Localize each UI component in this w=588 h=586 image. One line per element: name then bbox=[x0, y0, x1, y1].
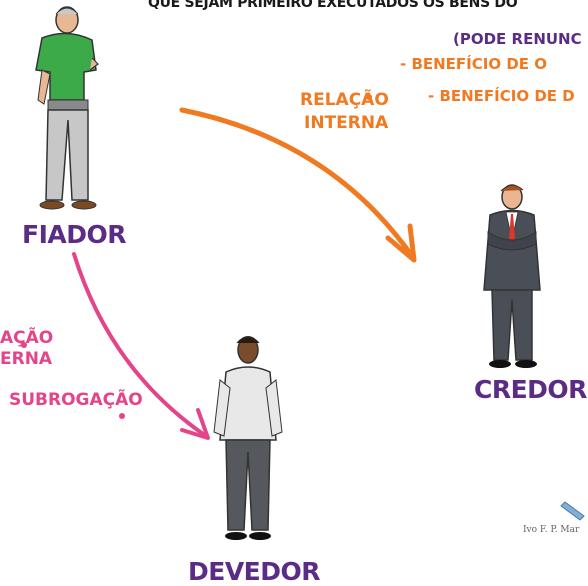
credor-figure bbox=[483, 184, 541, 368]
pen-icon bbox=[560, 501, 585, 521]
arrow-fiador-credor bbox=[179, 107, 415, 259]
fiador-figure bbox=[35, 6, 99, 210]
note-renuncia: (PODE RENUNC bbox=[453, 30, 582, 48]
arrow-fiador-devedor bbox=[72, 252, 208, 438]
relation-interna-left-line2: ERNA bbox=[0, 349, 53, 369]
note-beneficio-2: - BENEFÍCIO DE D bbox=[428, 87, 575, 105]
role-fiador: FIADOR bbox=[22, 220, 126, 249]
note-beneficio-1: - BENEFÍCIO DE O bbox=[400, 55, 547, 73]
relation-interna-right-line2: INTERNA bbox=[304, 113, 389, 133]
devedor-figure bbox=[213, 336, 283, 540]
relation-interna-left-line1: AÇÃO bbox=[0, 328, 54, 348]
page-title: QUE SEJAM PRIMEIRO EXECUTADOS OS BENS DO bbox=[148, 0, 518, 11]
relation-interna-right-line1: RELAÇÃO bbox=[300, 90, 389, 110]
role-credor: CREDOR bbox=[474, 375, 587, 404]
role-devedor: DEVEDOR bbox=[188, 557, 321, 586]
relation-subrogacao: SUBROGAÇÃO bbox=[9, 390, 143, 410]
author-signature: Ivo F. P. Mar bbox=[523, 525, 580, 535]
